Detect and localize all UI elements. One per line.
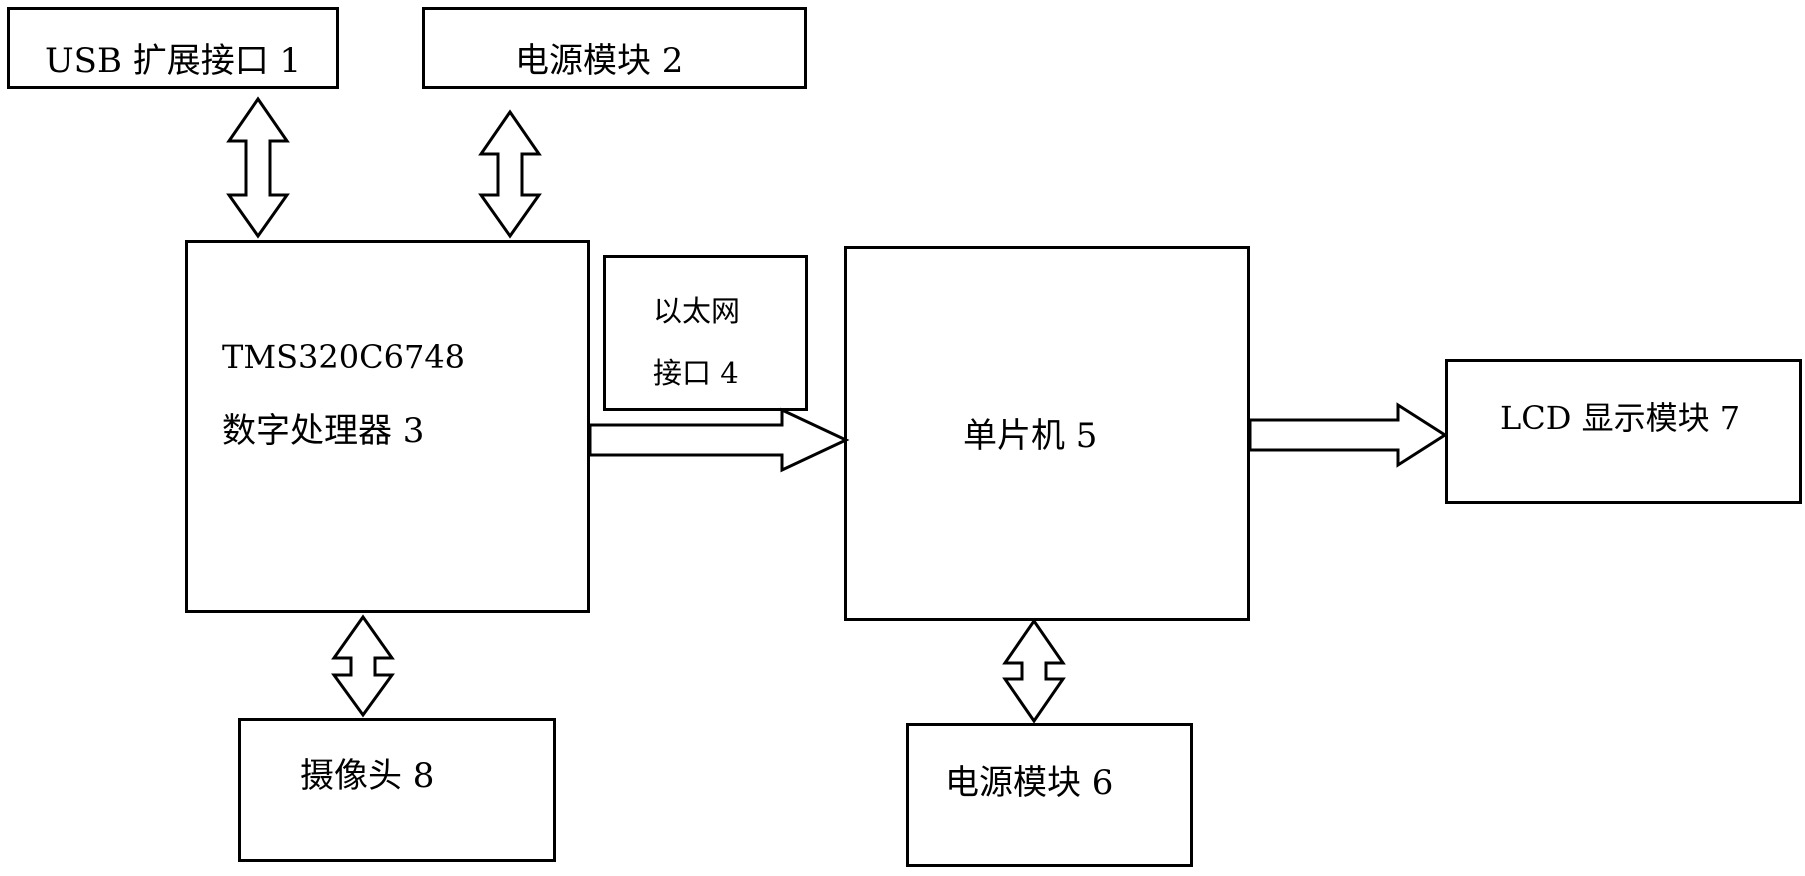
dsp-to-mcu-arrow [588,407,850,473]
usb-extension-label: USB 扩展接口 1 [45,41,302,81]
power-module-6-block [906,723,1193,867]
power-module-2-block [422,7,807,89]
mcu-to-lcd-arrow [1248,402,1448,468]
power2-dsp-double-arrow [478,109,542,239]
usb-dsp-double-arrow [226,96,290,239]
power-module-6-label: 电源模块 6 [945,763,1114,803]
usb-extension-block [7,7,339,89]
camera-label: 摄像头 8 [300,756,435,796]
ethernet-interface-block [603,255,808,411]
lcd-display-label: LCD 显示模块 7 [1500,399,1741,437]
camera-block [238,718,556,862]
dsp-name-label: 数字处理器 3 [222,411,425,451]
lcd-display-block [1445,359,1802,504]
dsp-model-label: TMS320C6748 [222,338,466,376]
dsp-camera-double-arrow [331,614,395,718]
power-module-2-label: 电源模块 2 [515,41,684,81]
mcu-label: 单片机 5 [963,416,1098,456]
mcu-power6-double-arrow [1002,618,1066,724]
ethernet-line2-label: 接口 4 [653,356,739,390]
ethernet-line1-label: 以太网 [653,294,741,328]
